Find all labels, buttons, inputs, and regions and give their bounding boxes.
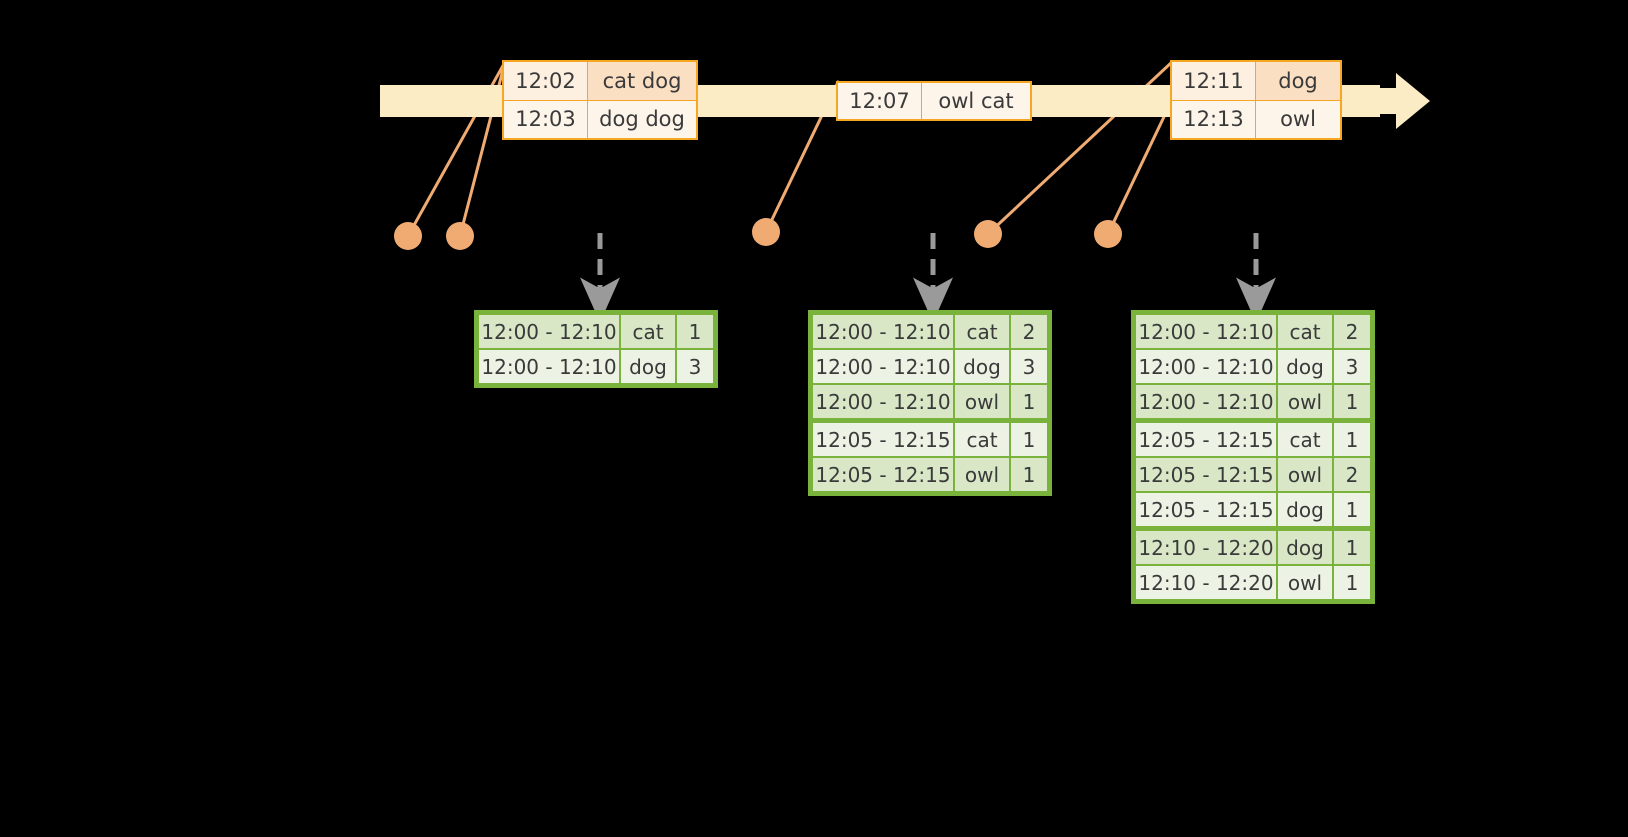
count-cell: 1 — [1334, 385, 1370, 418]
window-cell: 12:10 - 12:20 — [1136, 566, 1276, 599]
leader-line-5 — [1106, 98, 1174, 236]
key-cell: cat — [955, 423, 1009, 456]
count-cell: 1 — [1011, 385, 1047, 418]
event-payload: owl — [1256, 100, 1340, 138]
count-cell: 1 — [1011, 423, 1047, 456]
count-cell: 1 — [1334, 423, 1370, 456]
window-cell: 12:00 - 12:10 — [813, 385, 953, 418]
key-cell: dog — [1278, 350, 1332, 383]
event-group-2[interactable]: 12:07 owl cat — [836, 81, 1032, 121]
event-time: 12:07 — [838, 83, 922, 119]
window-cell: 12:05 - 12:15 — [813, 423, 953, 456]
count-cell: 1 — [1011, 458, 1047, 491]
count-cell: 1 — [1334, 493, 1370, 526]
key-cell: owl — [1278, 458, 1332, 491]
window-cell: 12:00 - 12:10 — [479, 350, 619, 383]
emit-arrows — [580, 233, 1276, 323]
trigger-dot-5 — [1094, 220, 1122, 248]
window-cell: 12:00 - 12:10 — [1136, 315, 1276, 348]
count-cell: 3 — [677, 350, 713, 383]
event-row[interactable]: 12:02 cat dog — [504, 62, 696, 101]
count-cell: 1 — [677, 315, 713, 348]
event-payload: owl cat — [922, 83, 1030, 119]
event-time: 12:02 — [504, 62, 588, 100]
trigger-dot-4 — [974, 220, 1002, 248]
count-cell: 2 — [1334, 458, 1370, 491]
event-payload: dog — [1256, 62, 1340, 100]
event-row[interactable]: 12:11 dog — [1172, 62, 1340, 101]
event-payload: cat dog — [588, 62, 696, 100]
key-cell: dog — [955, 350, 1009, 383]
window-cell: 12:05 - 12:15 — [1136, 423, 1276, 456]
event-row[interactable]: 12:13 owl — [1172, 100, 1340, 138]
event-payload: dog dog — [588, 100, 696, 138]
count-cell: 2 — [1011, 315, 1047, 348]
window-cell: 12:05 - 12:15 — [1136, 458, 1276, 491]
window-cell: 12:05 - 12:15 — [813, 458, 953, 491]
window-cell: 12:10 - 12:20 — [1136, 531, 1276, 564]
event-group-3[interactable]: 12:11 dog 12:13 owl — [1170, 60, 1342, 140]
key-cell: cat — [955, 315, 1009, 348]
window-cell: 12:00 - 12:10 — [479, 315, 619, 348]
count-cell: 3 — [1011, 350, 1047, 383]
trigger-dot-2 — [446, 222, 474, 250]
event-time: 12:11 — [1172, 62, 1256, 100]
count-cell: 2 — [1334, 315, 1370, 348]
key-cell: owl — [1278, 566, 1332, 599]
key-cell: owl — [955, 458, 1009, 491]
window-cell: 12:05 - 12:15 — [1136, 493, 1276, 526]
key-cell: dog — [1278, 531, 1332, 564]
event-time: 12:03 — [504, 100, 588, 138]
key-cell: dog — [1278, 493, 1332, 526]
event-time: 12:13 — [1172, 100, 1256, 138]
trigger-dot-1 — [394, 222, 422, 250]
count-cell: 3 — [1334, 350, 1370, 383]
key-cell: cat — [1278, 423, 1332, 456]
key-cell: cat — [1278, 315, 1332, 348]
count-cell: 1 — [1334, 531, 1370, 564]
key-cell: owl — [1278, 385, 1332, 418]
event-row[interactable]: 12:07 owl cat — [838, 83, 1030, 119]
window-cell: 12:00 - 12:10 — [813, 350, 953, 383]
event-group-1[interactable]: 12:02 cat dog 12:03 dog dog — [502, 60, 698, 140]
trigger-dot-3 — [752, 218, 780, 246]
trigger-dots — [394, 218, 1122, 250]
key-cell: cat — [621, 315, 675, 348]
key-cell: owl — [955, 385, 1009, 418]
window-cell: 12:00 - 12:10 — [813, 315, 953, 348]
count-cell: 1 — [1334, 566, 1370, 599]
window-cell: 12:00 - 12:10 — [1136, 350, 1276, 383]
key-cell: dog — [621, 350, 675, 383]
window-cell: 12:00 - 12:10 — [1136, 385, 1276, 418]
event-row[interactable]: 12:03 dog dog — [504, 100, 696, 138]
